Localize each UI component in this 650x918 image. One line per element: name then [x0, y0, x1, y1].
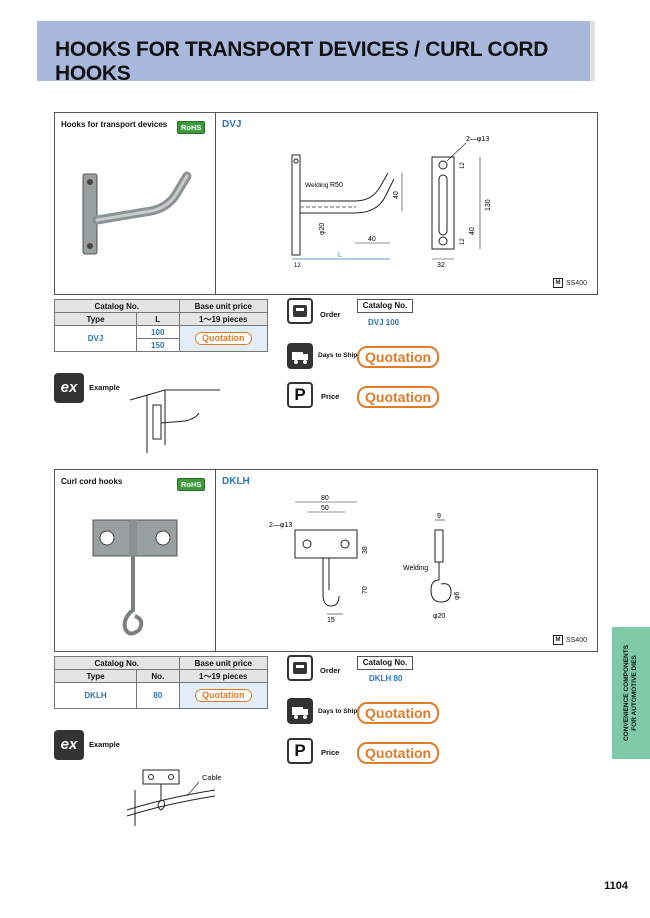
example-icon: ex — [54, 730, 84, 760]
cell-price[interactable]: Quotation — [178, 325, 268, 352]
dim-d20: φ20 — [319, 223, 326, 235]
order-catalog-value: DVJ 100 — [368, 318, 400, 327]
example-label: Example — [89, 740, 120, 749]
page-number: 1104 — [604, 880, 628, 892]
th-catalog: Catalog No. — [54, 299, 180, 313]
cell-no: 80 — [136, 682, 180, 709]
dim-d6: φ6 — [454, 591, 461, 600]
days-quotation-button[interactable]: Quotation — [357, 346, 440, 368]
truck-icon — [287, 343, 313, 369]
cell-L-150: 150 — [135, 338, 180, 352]
dklh-drawing: 80 50 2—φ13 38 70 15 9 Welding φ6 φ20 — [269, 495, 461, 624]
order-catalog-value: DKLH 80 — [369, 674, 403, 683]
quotation-small-button[interactable]: Quotation — [195, 332, 252, 345]
dklh-panel: Curl cord hooks RoHS DKLH 80 50 2—φ13 38… — [54, 469, 598, 652]
price-icon: P — [287, 382, 313, 408]
cell-price[interactable]: Quotation — [178, 682, 269, 709]
price-quotation-button[interactable]: Quotation — [357, 386, 440, 408]
th-catalog: Catalog No. — [54, 656, 180, 670]
order-catalog-label: Catalog No. — [357, 299, 413, 313]
side-tab-text: CONVENIENCE COMPONENTS FOR AUTOMOTIVE DI… — [623, 645, 639, 741]
th-price: Base unit price — [178, 656, 269, 670]
panel-divider — [215, 470, 216, 651]
header-banner: HOOKS FOR TRANSPORT DEVICES / CURL CORD … — [37, 21, 595, 85]
dvj-panel-title: Hooks for transport devices — [61, 120, 168, 129]
dvj-material-text: SS400 — [565, 279, 587, 287]
dim-2-d13: 2—φ13 — [269, 522, 292, 529]
dim-70: 70 — [362, 586, 369, 594]
dim-d20: φ20 — [433, 613, 445, 620]
dim-40-v: 40 — [393, 191, 400, 199]
page-title: HOOKS FOR TRANSPORT DEVICES / CURL CORD … — [55, 38, 549, 85]
welding-label: Welding — [403, 565, 428, 572]
panel-divider — [215, 113, 216, 294]
welding-label: Welding — [305, 182, 329, 189]
price-quotation-button[interactable]: Quotation — [357, 742, 440, 764]
truck-icon — [287, 698, 313, 724]
days-to-ship-label: Days to Ship — [318, 708, 358, 715]
order-phone-icon — [287, 655, 313, 681]
price-label: Price — [321, 748, 340, 757]
rohs-badge: RoHS — [177, 478, 206, 491]
rohs-badge: RoHS — [177, 121, 206, 134]
dvj-product-code: DVJ — [222, 119, 242, 130]
dklh-example-drawing — [126, 769, 216, 826]
th-qty: 1～19 pieces — [178, 312, 268, 326]
dim-12: 12 — [294, 263, 301, 269]
dim-32: 32 — [437, 262, 445, 269]
dklh-material-text: SS400 — [565, 636, 587, 644]
dim-2-d13: 2—φ13 — [466, 136, 489, 143]
example-icon: ex — [54, 373, 84, 403]
order-label: Order — [320, 310, 341, 319]
cable-label: Cable — [202, 773, 222, 782]
dim-r50: R50 — [330, 182, 343, 189]
side-tab-line2: FOR AUTOMOTIVE DIES — [631, 655, 638, 731]
dim-15: 15 — [327, 617, 335, 624]
dim-130: 130 — [485, 199, 492, 211]
side-tab-line1: CONVENIENCE COMPONENTS — [623, 644, 630, 742]
order-label: Order — [320, 666, 341, 675]
order-phone-icon — [287, 298, 313, 324]
example-label: Example — [89, 383, 120, 392]
cell-L-100: 100 — [135, 325, 180, 339]
th-L: L — [135, 312, 180, 326]
dim-12-b: 12 — [460, 238, 466, 245]
dim-12-a: 12 — [460, 162, 466, 169]
dklh-photo — [92, 519, 178, 636]
dim-9: 9 — [437, 513, 441, 520]
th-type: Type — [54, 669, 137, 683]
th-no: No. — [136, 669, 180, 683]
dvj-photo — [82, 171, 192, 255]
cell-type: DKLH — [54, 682, 137, 709]
dvj-catalog-table: Catalog No. Base unit price Type L 1～19 … — [54, 299, 268, 352]
price-label: Price — [321, 392, 340, 401]
days-to-ship-label: Days to Ship — [318, 352, 358, 359]
dim-40-h: 40 — [368, 236, 376, 243]
dim-40-v2: 40 — [469, 227, 476, 235]
dim-80: 80 — [321, 495, 329, 502]
dvj-material: M SS400 — [552, 278, 587, 288]
th-type: Type — [54, 312, 137, 326]
dim-L: L — [338, 252, 342, 259]
dklh-material: M SS400 — [552, 635, 587, 645]
th-price: Base unit price — [178, 299, 268, 313]
order-catalog-label: Catalog No. — [357, 656, 413, 670]
dim-50: 50 — [321, 505, 329, 512]
section-side-tab[interactable]: CONVENIENCE COMPONENTS FOR AUTOMOTIVE DI… — [612, 627, 650, 759]
price-icon: P — [287, 738, 313, 764]
dvj-drawing: L 12 40 Welding R50 40 φ20 2—φ13 130 40 … — [291, 136, 492, 269]
material-icon: M — [552, 278, 563, 288]
material-icon: M — [552, 635, 563, 645]
quotation-small-button[interactable]: Quotation — [195, 689, 252, 702]
dvj-example-drawing — [129, 389, 220, 453]
dklh-product-code: DKLH — [222, 476, 250, 487]
dim-38: 38 — [362, 546, 369, 554]
dklh-catalog-table: Catalog No. Base unit price Type No. 1～1… — [54, 656, 269, 709]
dvj-panel: Hooks for transport devices RoHS DVJ L 1… — [54, 112, 598, 295]
dklh-panel-title: Curl cord hooks — [61, 477, 123, 486]
days-quotation-button[interactable]: Quotation — [357, 702, 440, 724]
cell-type: DVJ — [54, 325, 137, 352]
th-qty: 1～19 pieces — [178, 669, 269, 683]
